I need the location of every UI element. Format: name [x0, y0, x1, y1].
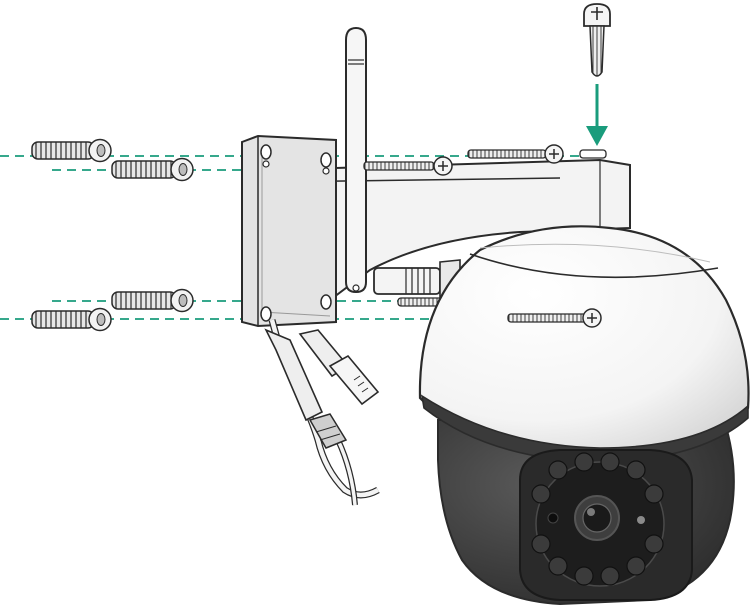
- ir-led: [600, 566, 620, 586]
- bracket-hole-bottom-right: [320, 294, 332, 310]
- camera-dome: [418, 225, 750, 463]
- ir-led: [644, 484, 664, 504]
- bracket-hole-bottom-left: [260, 306, 272, 322]
- bracket-hole-top-left: [260, 144, 272, 168]
- wall-plug-3: [111, 288, 194, 313]
- status-led: [637, 516, 645, 524]
- light-sensor: [547, 512, 559, 524]
- cable-connector-bundle: [264, 328, 348, 449]
- wall-plug-2: [111, 157, 194, 182]
- insert-arrow-icon: [586, 84, 608, 146]
- ir-led: [548, 556, 568, 576]
- ir-led: [600, 452, 620, 472]
- mounting-screw-1: [467, 144, 564, 164]
- top-screw-hole: [579, 149, 607, 159]
- antenna: [345, 26, 367, 294]
- ir-led: [531, 484, 551, 504]
- top-screw: [583, 3, 611, 77]
- wall-plug-4: [31, 307, 112, 332]
- ir-led: [548, 460, 568, 480]
- ir-led: [574, 566, 594, 586]
- wall-plug-1: [31, 138, 112, 163]
- ir-led: [574, 452, 594, 472]
- ir-led: [531, 534, 551, 554]
- ir-led: [626, 556, 646, 576]
- mounting-screw-2: [363, 156, 453, 176]
- ir-led: [644, 534, 664, 554]
- ir-led-ring: [531, 452, 664, 586]
- ir-led: [626, 460, 646, 480]
- ethernet-plug: [298, 329, 380, 406]
- bracket-hole-top-right: [320, 152, 332, 175]
- camera-lens: [574, 495, 620, 541]
- mounting-screw-4: [507, 308, 602, 328]
